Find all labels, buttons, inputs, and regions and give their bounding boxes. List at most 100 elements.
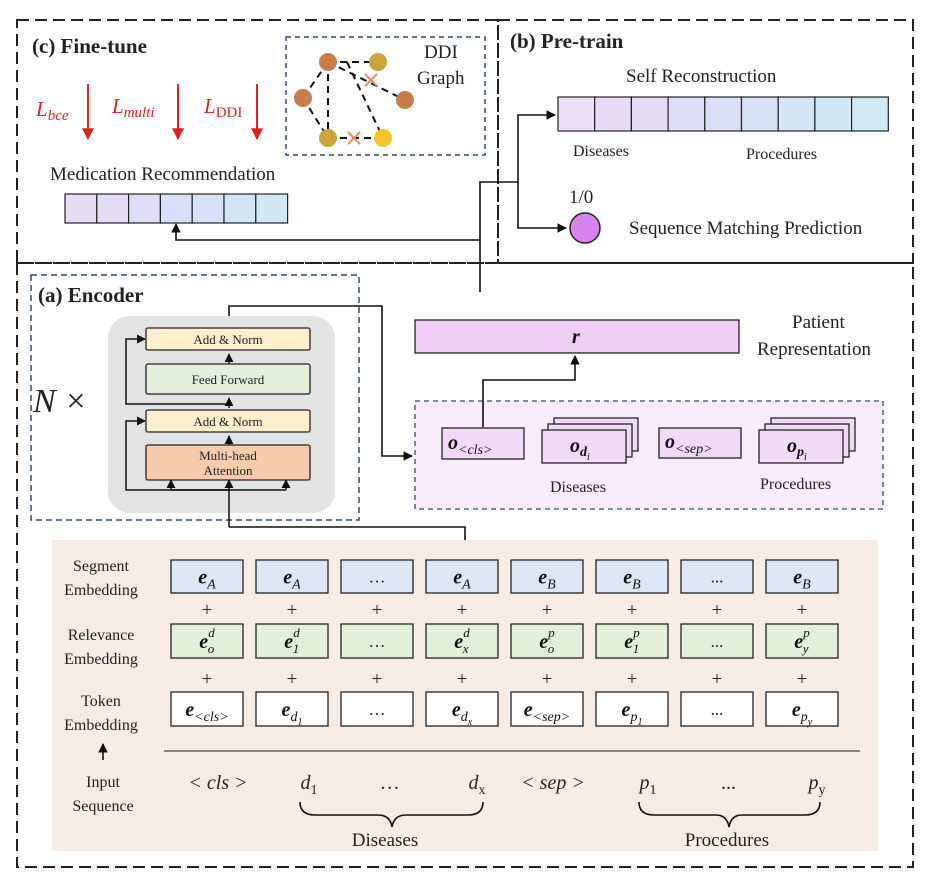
finetune-panel: (c) Fine-tune Lbce Lmulti LDDI [32,34,486,224]
plus-sign: + [542,600,553,621]
plus-sign: + [202,600,213,621]
relevance-embedding-cell [680,623,754,659]
token-embedding-label: epy [792,699,813,728]
input-token: < sep > [521,772,585,794]
plus-sign: + [797,600,808,621]
segment-embedding-label: eB [538,567,556,593]
plus-sign: + [372,600,383,621]
input-token: d1 [301,772,318,798]
svg-text:Lbce: Lbce [35,97,69,124]
input-token: p1 [638,772,657,798]
cls-to-r-connector [482,355,580,427]
ellipsis-label: ... [711,632,724,651]
token-embedding-label: e<cls> [185,699,228,725]
binary-label: 1/0 [569,187,593,208]
token-embedding-cell [425,691,499,727]
pretrain-diseases-label: Diseases [573,143,629,160]
o-p-label: opi [787,435,807,463]
plus-row: ++++++++ [202,669,808,690]
input-token: < cls > [188,772,247,794]
segment-embedding-cell [170,559,244,594]
vector-cell [159,193,193,224]
encoder-title: (a) Encoder [38,283,144,307]
plus-sign: + [287,600,298,621]
input-token: ... [722,772,737,794]
medication-recommendation-label: Medication Recommendation [50,164,276,185]
panel-frames [16,19,914,868]
input-token: dx [469,772,486,798]
segment-embedding-cell [680,559,754,594]
repr-diseases-label: Diseases [550,479,606,496]
input-label-1: Input [86,774,120,791]
mha-label-2: Attention [203,463,253,478]
vector-cell [777,96,816,132]
plus-sign: + [287,669,298,690]
token-embedding-label: ep1 [622,699,643,728]
feed-forward-label: Feed Forward [192,372,265,387]
n-times-label: N × [32,383,87,420]
token-label-1: Token [81,693,121,710]
output-connectors [171,110,567,292]
vector-cell [96,193,130,224]
diseases-brace-label: Diseases [352,830,418,851]
segment-embedding-label: eB [623,567,641,593]
plus-sign: + [627,600,638,621]
segment-embedding-cell [425,559,499,594]
input-token: py [807,772,826,798]
ddi-node [319,53,337,71]
ddi-node [294,89,312,107]
segment-embedding-cell [510,559,584,594]
relevance-embedding-cell [595,623,669,659]
vector-cell [740,96,779,132]
ellipsis-label: … [369,700,386,719]
segment-embedding-cell [595,559,669,594]
reconstruction-vector [557,96,889,132]
encoder-output-connector [228,305,413,461]
vector-cell [630,96,669,132]
token-embedding-label: e<sep> [524,699,570,725]
ddi-label-1: DDI [424,42,458,63]
ellipsis-label: ... [711,568,724,587]
vector-cell [255,193,289,224]
patient-label-1: Patient [792,312,845,333]
vector-cell [557,96,596,132]
segment-embedding-label: eB [793,567,811,593]
svg-text:Lmulti: Lmulti [111,94,155,121]
token-embedding-cell [765,691,839,727]
o-cls-box [441,427,525,460]
ddi-node [374,129,392,147]
vector-cell [594,96,633,132]
ellipsis-label: … [369,568,386,587]
segment-embedding-label: eA [283,567,301,593]
multi-head-attention [145,444,311,481]
ddi-node [369,53,387,71]
plus-sign: + [627,669,638,690]
patient-representation-box [414,319,740,354]
procedures-brace [638,801,821,828]
representation-section: r Patient Representation o<cls> odi Dise… [414,312,884,510]
token-embedding-cell [510,691,584,727]
r-label: r [572,326,580,348]
token-embedding-cell [255,691,329,727]
token-embedding-cell [680,691,754,727]
ddi-node [319,129,337,147]
token-embedding-cell [595,691,669,727]
vector-cell [667,96,706,132]
plus-sign: + [712,669,723,690]
mha-label-1: Multi-head [199,448,257,463]
input-token: … [381,772,399,794]
pretrain-procedures-label: Procedures [746,146,817,163]
sequence-matching-node [569,212,601,244]
repr-procedures-label: Procedures [760,476,831,493]
vector-cell [814,96,853,132]
plus-sign: + [712,600,723,621]
loss-bce: Lbce [35,84,94,141]
